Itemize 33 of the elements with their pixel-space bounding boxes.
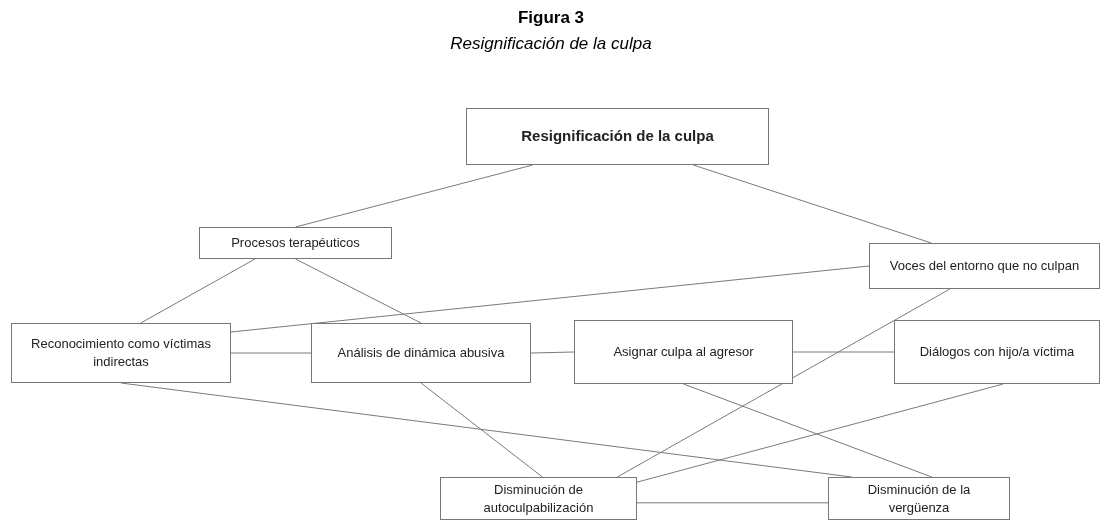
connector-line xyxy=(792,351,895,353)
connector-line xyxy=(140,258,256,324)
connector-line xyxy=(530,351,575,354)
connector-line xyxy=(636,502,829,504)
concept-box xyxy=(199,227,392,259)
connector-line xyxy=(420,382,543,478)
concept-box xyxy=(894,320,1100,384)
node-text: Diálogos con hijo/a víctima xyxy=(919,343,1075,361)
connector-line xyxy=(692,164,932,244)
node-text: Reconocimiento como víctimas indirectas xyxy=(30,335,212,371)
connector-line xyxy=(636,383,1004,483)
connector-line xyxy=(616,288,951,478)
connector-line xyxy=(230,265,870,333)
node-text: Disminución de la vergüenza xyxy=(866,480,972,517)
concept-box xyxy=(869,243,1100,289)
connector-line xyxy=(295,258,422,324)
node-text: Asignar culpa al agresor xyxy=(613,343,754,361)
connector-line xyxy=(230,352,312,354)
node-text: Procesos terapéuticos xyxy=(231,234,360,252)
concept-box xyxy=(466,108,769,165)
node-text: Análisis de dinámica abusiva xyxy=(337,344,505,362)
concept-box xyxy=(11,323,231,383)
node-text: Disminución de autoculpabilización xyxy=(482,480,595,517)
node-text: Voces del entorno que no culpan xyxy=(889,257,1080,275)
concept-box xyxy=(828,477,1010,520)
figure-caption: Resignificación de la culpa xyxy=(450,33,652,55)
node-text: Resignificación de la culpa xyxy=(521,127,714,146)
connector-line xyxy=(295,164,534,228)
concept-box xyxy=(311,323,531,383)
figure-title: Figura 3 xyxy=(517,7,585,29)
connector-line xyxy=(683,383,933,478)
concept-box xyxy=(574,320,793,384)
concept-box xyxy=(440,477,637,520)
